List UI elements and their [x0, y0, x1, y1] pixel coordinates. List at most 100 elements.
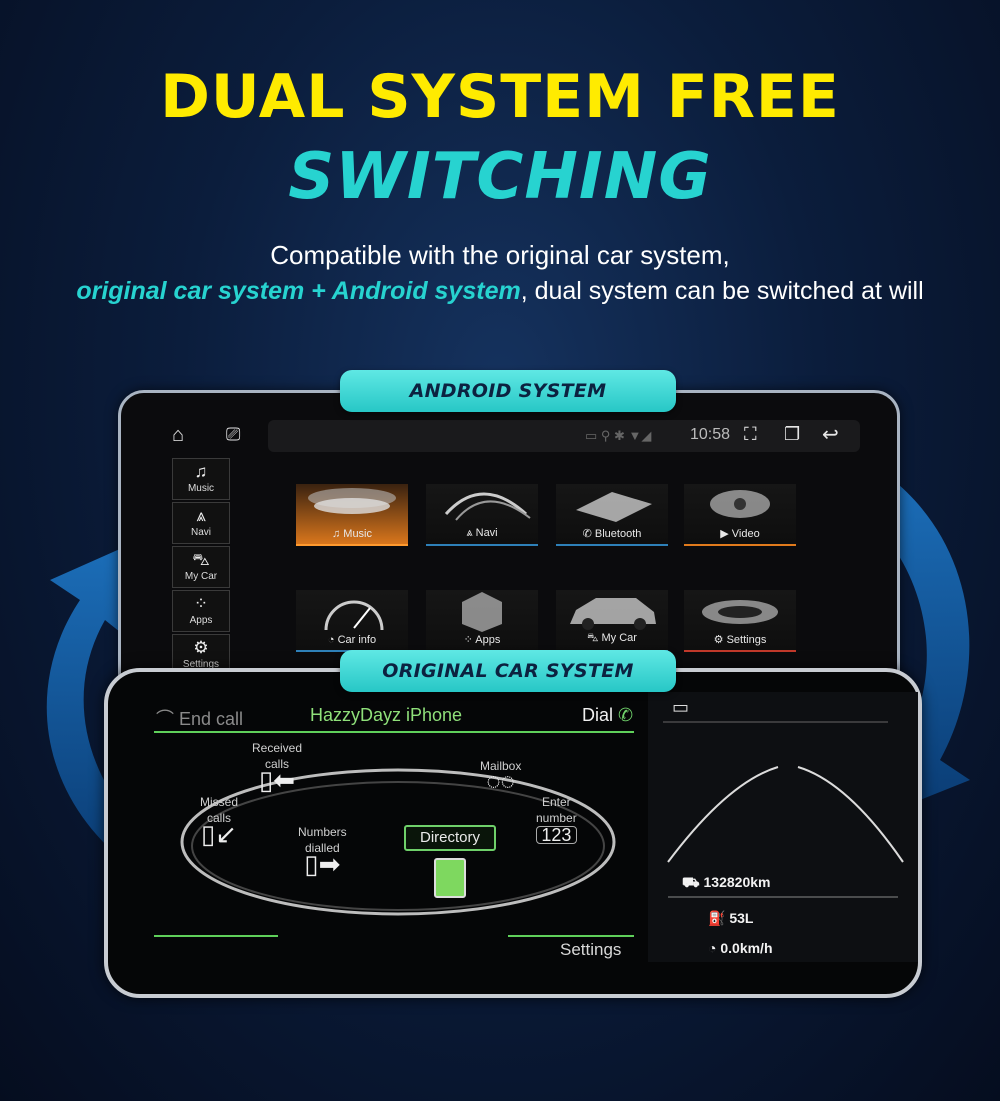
- recent-apps-icon[interactable]: ❐: [784, 424, 801, 444]
- description-line-1: Compatible with the original car system,: [270, 240, 730, 270]
- numbers-dialled-icon: ▯➡: [304, 849, 341, 879]
- dial-button[interactable]: Dial ✆: [582, 705, 633, 726]
- sidebar-item-label: Settings: [182, 659, 220, 670]
- directory-button[interactable]: Directory: [404, 825, 496, 851]
- sidebar-item-label: Music: [187, 483, 215, 494]
- fuel-pump-icon: ⛽: [708, 910, 730, 926]
- home-icon[interactable]: ⌂: [172, 424, 185, 446]
- description-rest: , dual system can be switched at will: [520, 277, 924, 305]
- speed-readout: ◔ 0.0km/h: [708, 940, 773, 956]
- music-art: [308, 488, 396, 514]
- original-car-system-badge: ORIGINAL CAR SYSTEM: [340, 650, 676, 692]
- missed-calls-icon: ▯↙: [200, 819, 238, 849]
- tile-apps[interactable]: ⁘ Apps: [426, 590, 538, 652]
- navigation-icon: ⩓: [196, 506, 206, 525]
- directory-icon: [434, 858, 466, 898]
- keypad-icon: 123: [536, 826, 577, 844]
- fuel-value: 53L: [729, 910, 754, 926]
- headline-title: DUAL SYSTEM FREE: [160, 62, 840, 132]
- tile-label: My Car: [601, 632, 637, 644]
- sidebar-item-label: My Car: [184, 571, 218, 582]
- dial-label: Dial: [582, 705, 614, 725]
- car-icon: ⛍: [587, 632, 602, 644]
- end-call-label: End call: [179, 709, 244, 729]
- music-note-icon: ♫: [331, 528, 344, 540]
- navigation-icon: ⩓: [466, 527, 476, 539]
- status-icons: ▭ ⚲ ✱ ▼◢: [585, 428, 652, 443]
- tile-label: Apps: [475, 634, 501, 646]
- my-car-art: [570, 598, 656, 630]
- speedometer-icon: ◔: [327, 634, 338, 646]
- tile-music[interactable]: ♫ Music: [296, 484, 408, 546]
- tile-label: Bluetooth: [594, 528, 642, 540]
- android-sidebar: ♫ Music ⩓ Navi ⛍ My Car ⁘ Apps ⚙ Setting…: [172, 458, 230, 670]
- sidebar-item-label: Navi: [190, 527, 211, 538]
- odometer-value: 132820km: [703, 874, 771, 890]
- received-calls-icon: ▯⬅: [258, 765, 296, 795]
- music-note-icon: ♫: [194, 462, 208, 481]
- car-icon: ⛍: [192, 550, 210, 569]
- tile-bluetooth[interactable]: ✆ Bluetooth: [556, 484, 668, 546]
- apps-grid-icon: ⁘: [193, 594, 209, 613]
- apps-grid-icon: ⁘: [463, 634, 476, 646]
- android-system-badge: ANDROID SYSTEM: [340, 370, 676, 412]
- sidebar-item-music[interactable]: ♫ Music: [172, 458, 230, 500]
- end-call-button[interactable]: ⌒ End call: [156, 705, 243, 731]
- screenshot-icon[interactable]: ⛶: [744, 424, 757, 444]
- dialled-label-1: Numbers: [298, 825, 347, 839]
- settings-art: [702, 600, 778, 624]
- bluetooth-art: [576, 492, 652, 522]
- description-highlight: original car system + Android system: [76, 277, 521, 305]
- cast-icon[interactable]: ⎚: [226, 424, 241, 444]
- enter-label-1: Enter: [542, 795, 571, 809]
- car-info-art: [324, 600, 384, 631]
- enter-number-item[interactable]: Enter number 123: [536, 794, 577, 844]
- dialled-label-2: dialled: [304, 841, 340, 855]
- phone-name: HazzyDayz iPhone: [310, 705, 463, 725]
- mailbox-label: Mailbox: [480, 759, 522, 773]
- settings-button[interactable]: Settings: [560, 940, 622, 959]
- hangup-icon: ⌒: [156, 709, 180, 729]
- voicemail-icon: ◌◌: [486, 768, 515, 795]
- missed-calls-item[interactable]: Missed calls ▯↙: [200, 794, 239, 849]
- tile-car-info[interactable]: ◔ Car info: [296, 590, 408, 652]
- odometer-icon: ⛟: [682, 874, 704, 890]
- arrow-left-icon: [46, 540, 160, 880]
- tile-my-car[interactable]: ⛍ My Car: [556, 590, 668, 652]
- play-icon: ▶: [720, 528, 732, 540]
- tile-label: Music: [343, 528, 373, 540]
- tile-label: Navi: [475, 527, 498, 539]
- phone-icon: ✆: [582, 528, 595, 540]
- monitor-icon: ▭: [672, 697, 690, 717]
- speed-value: 0.0km/h: [720, 940, 773, 956]
- tile-label: Car info: [337, 634, 377, 646]
- status-time: 10:58: [690, 426, 731, 443]
- video-art: [710, 490, 770, 518]
- apps-art: [462, 592, 502, 632]
- odometer-readout: ⛟ 132820km: [682, 874, 770, 893]
- mailbox-item[interactable]: Mailbox ◌◌: [480, 758, 522, 795]
- received-label-1: Received: [252, 741, 303, 755]
- headline-subtitle: SWITCHING: [288, 140, 712, 214]
- sidebar-item-navi[interactable]: ⩓ Navi: [172, 502, 230, 544]
- sidebar-item-apps[interactable]: ⁘ Apps: [172, 590, 230, 632]
- missed-label-1: Missed: [200, 795, 239, 809]
- tile-label: Video: [731, 528, 760, 540]
- gear-icon: ⚙: [713, 634, 727, 646]
- sidebar-item-label: Apps: [189, 615, 213, 626]
- description-line-2: original car system + Android system, du…: [0, 277, 1000, 306]
- enter-label-2: number: [536, 811, 577, 825]
- tile-video[interactable]: ▶ Video: [684, 484, 796, 546]
- gear-icon: ⚙: [193, 638, 209, 657]
- back-icon[interactable]: ↩: [822, 424, 839, 446]
- tile-navi[interactable]: ⩓ Navi: [426, 484, 538, 546]
- missed-label-2: calls: [207, 811, 232, 825]
- phone-icon: ✆: [613, 705, 634, 725]
- tile-settings[interactable]: ⚙ Settings: [684, 590, 796, 652]
- phone-menu-graphic: [154, 692, 918, 962]
- sidebar-item-my-car[interactable]: ⛍ My Car: [172, 546, 230, 588]
- sidebar-item-settings[interactable]: ⚙ Settings: [172, 634, 230, 670]
- fuel-readout: ⛽ 53L: [708, 910, 753, 927]
- numbers-dialled-item[interactable]: Numbers dialled ▯➡: [298, 824, 347, 879]
- received-calls-item[interactable]: Received calls ▯⬅: [252, 740, 303, 795]
